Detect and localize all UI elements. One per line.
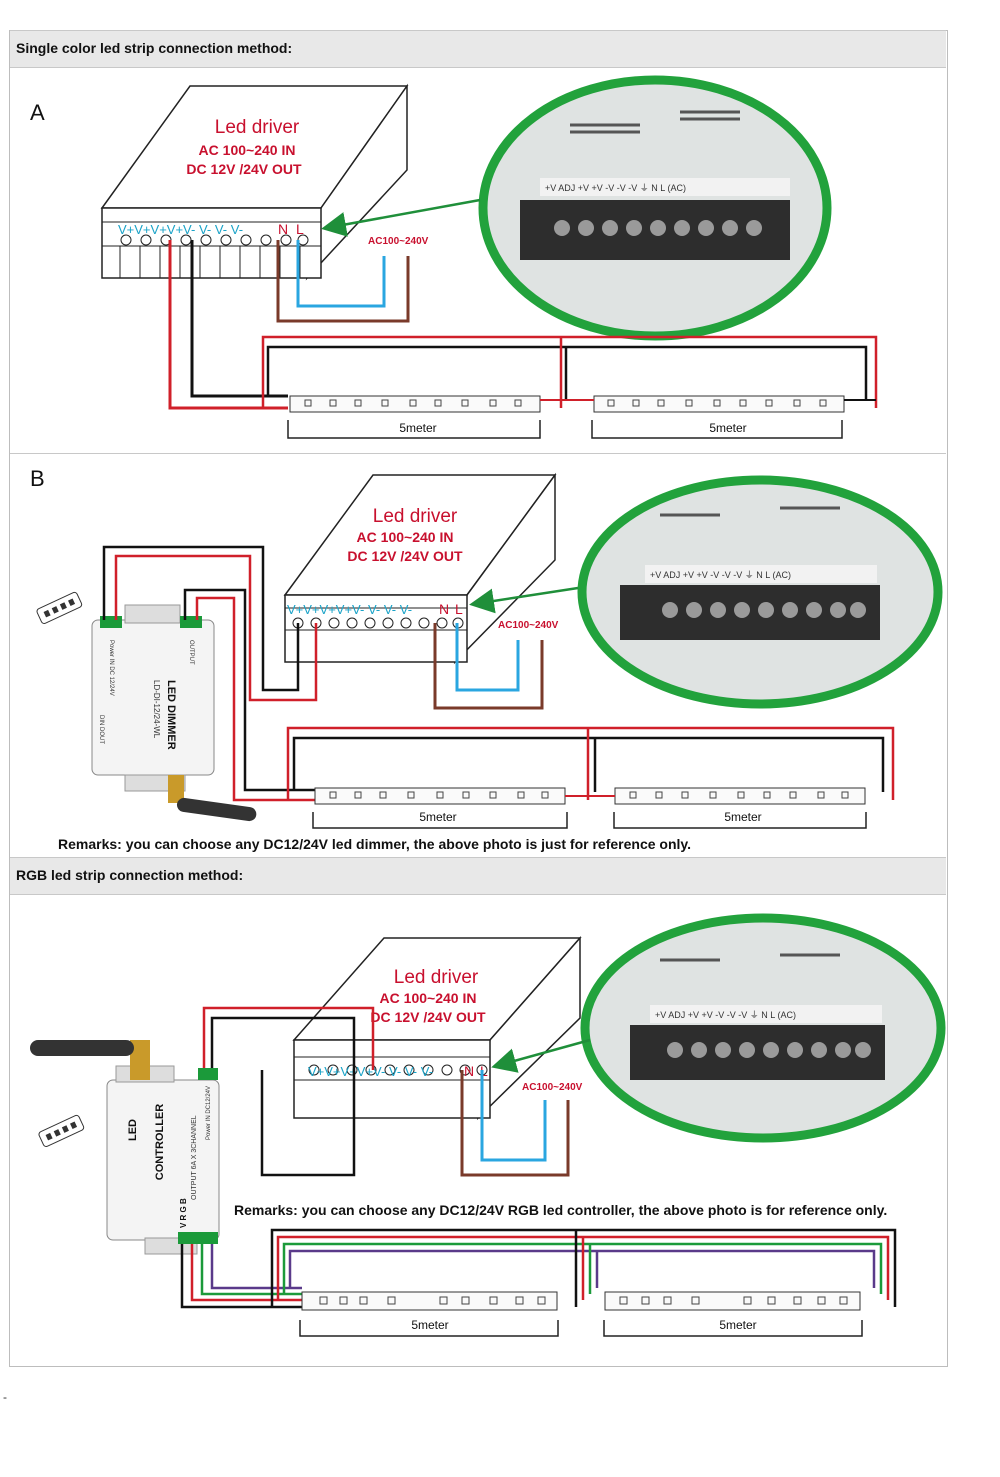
terminal-photo-b: +V ADJ +V +V -V -V -V ⏚ N L (AC) xyxy=(577,475,943,709)
dimmer-model: LD-DI-12/24-WL xyxy=(152,680,161,739)
driver-b-l: L xyxy=(455,601,463,617)
driver-b: Led driver AC 100~240 IN DC 12V /24V OUT… xyxy=(283,472,557,665)
strip-a-1 xyxy=(289,395,541,413)
driver-b-n: N xyxy=(439,601,449,617)
footer-mark: - xyxy=(3,1390,7,1404)
controller-name-1: LED xyxy=(127,1119,139,1141)
label-b: B xyxy=(30,466,45,491)
driver-b-terminals: V+V+V+V+V- V- V- V- xyxy=(287,602,412,617)
section-header-rgb: RGB led strip connection method: xyxy=(10,857,946,895)
driver-rgb-l: L xyxy=(480,1063,488,1079)
driver-rgb-input: AC 100~240 IN xyxy=(380,990,477,1006)
led-controller: LED CONTROLLER OUTPUT 6A X 3CHANNEL Powe… xyxy=(30,1040,220,1255)
driver-a-title: Led driver xyxy=(215,117,300,138)
dimmer-name: LED DIMMER xyxy=(165,680,177,750)
driver-a-input: AC 100~240 IN xyxy=(199,142,296,158)
driver-a-l: L xyxy=(296,221,304,237)
ac-label-a: AC100~240V xyxy=(368,236,429,247)
section-header-single: Single color led strip connection method… xyxy=(10,30,946,68)
led-dimmer: LED DIMMER LD-DI-12/24-WL Power IN DC 12… xyxy=(91,604,257,822)
dimmer-output: OUTPUT xyxy=(188,640,194,665)
strip-rgb-2 xyxy=(604,1291,861,1311)
driver-rgb-output: DC 12V /24V OUT xyxy=(370,1009,486,1025)
remote-rgb xyxy=(38,1114,85,1148)
controller-name-2: CONTROLLER xyxy=(154,1104,166,1180)
remote-b xyxy=(36,591,83,625)
length-label-rgb1: 5meter xyxy=(411,1318,448,1332)
photo-rgb-labels: +V ADJ +V +V -V -V -V ⏚ N L (AC) xyxy=(655,1010,796,1020)
dimmer-power-in: Power IN DC 12/24V xyxy=(108,640,114,696)
strip-rgb-1 xyxy=(301,1291,558,1311)
controller-power: Power IN DC12/24V xyxy=(206,1086,212,1140)
driver-rgb: Led driver AC 100~240 IN DC 12V /24V OUT… xyxy=(292,936,582,1121)
remark-rgb: Remarks: you can choose any DC12/24V RGB… xyxy=(234,1202,888,1218)
photo-b-labels: +V ADJ +V +V -V -V -V ⏚ N L (AC) xyxy=(650,570,791,580)
length-label-a2: 5meter xyxy=(709,421,746,435)
photo-a-labels: +V ADJ +V +V -V -V -V ⏚ N L (AC) xyxy=(545,183,686,193)
section-divider-a-b xyxy=(10,453,946,454)
dimmer-dout: DIN DOUT xyxy=(98,715,104,744)
driver-rgb-terminals: V+V+V+V+V- V- V- V- xyxy=(308,1064,433,1079)
driver-rgb-title: Led driver xyxy=(394,967,479,988)
label-a: A xyxy=(30,100,45,125)
section-title-rgb: RGB led strip connection method: xyxy=(16,867,244,883)
terminal-photo-rgb: +V ADJ +V +V -V -V -V ⏚ N L (AC) xyxy=(580,913,946,1143)
length-label-b1: 5meter xyxy=(419,810,456,824)
driver-b-output: DC 12V /24V OUT xyxy=(347,548,463,564)
driver-a-output: DC 12V /24V OUT xyxy=(186,161,302,177)
terminal-photo-a: +V ADJ +V +V -V -V -V ⏚ N L (AC) xyxy=(478,75,832,341)
section-title-single: Single color led strip connection method… xyxy=(16,40,293,56)
strip-b-1 xyxy=(314,787,566,805)
length-label-rgb2: 5meter xyxy=(719,1318,756,1332)
driver-rgb-n: N xyxy=(464,1063,474,1079)
ac-label-b: AC100~240V xyxy=(498,620,559,631)
driver-b-title: Led driver xyxy=(373,506,458,527)
driver-b-input: AC 100~240 IN xyxy=(357,529,454,545)
driver-a: Led driver AC 100~240 IN DC 12V /24V OUT… xyxy=(100,83,409,281)
length-label-b2: 5meter xyxy=(724,810,761,824)
controller-pins: V R G B xyxy=(179,1198,188,1228)
strip-a-2 xyxy=(593,395,845,413)
driver-a-terminals: V+V+V+V+V- V- V- V- xyxy=(118,222,243,237)
ac-label-rgb: AC100~240V xyxy=(522,1082,583,1093)
strip-b-2 xyxy=(614,787,866,805)
controller-output: OUTPUT 6A X 3CHANNEL xyxy=(191,1115,198,1200)
length-label-a1: 5meter xyxy=(399,421,436,435)
driver-a-n: N xyxy=(278,221,288,237)
remark-dimmer: Remarks: you can choose any DC12/24V led… xyxy=(58,836,692,852)
